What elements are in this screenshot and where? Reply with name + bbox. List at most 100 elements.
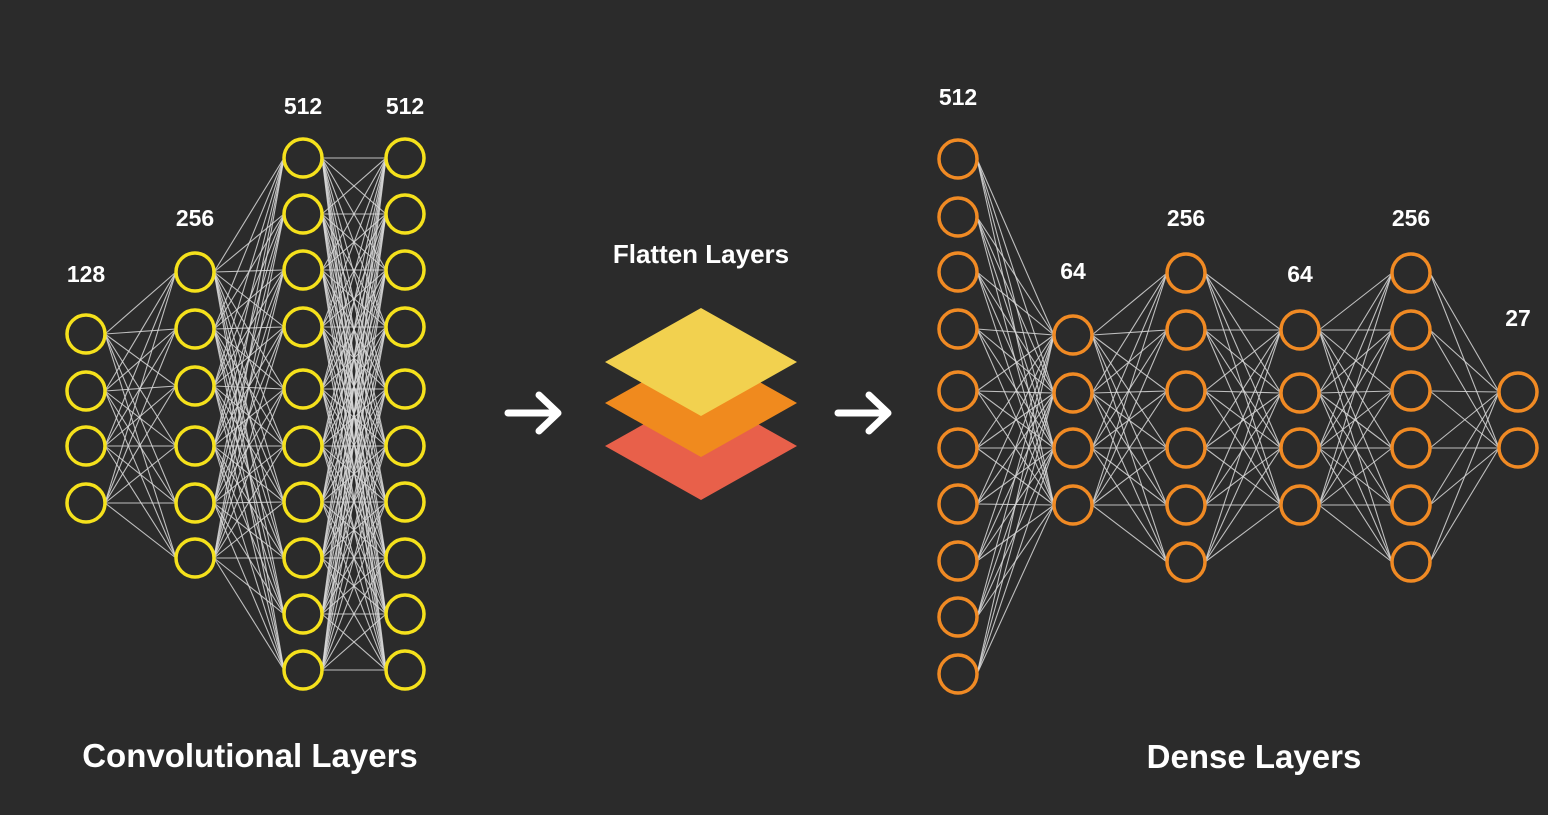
dense-connection xyxy=(976,334,1055,392)
dense-neuron xyxy=(937,138,979,180)
conv-connection xyxy=(213,385,285,671)
dense-connection xyxy=(1429,391,1500,563)
conv-connection xyxy=(213,157,285,387)
conv-connection xyxy=(104,271,177,392)
conv-connection xyxy=(321,157,387,447)
dense-neuron xyxy=(1165,370,1207,412)
dense-connection xyxy=(976,328,1055,336)
dense-neuron xyxy=(1390,541,1432,583)
flatten-layers-title: Flatten Layers xyxy=(613,239,789,269)
conv-connection xyxy=(213,326,285,559)
conv-neuron xyxy=(384,306,426,348)
conv-connection xyxy=(321,157,387,390)
conv-neuron xyxy=(384,368,426,410)
dense-connection xyxy=(1091,329,1168,506)
dense-neuron xyxy=(937,196,979,238)
conv-neuron xyxy=(282,481,324,523)
conv-connection xyxy=(213,385,285,559)
conv-connection xyxy=(321,269,387,671)
dense-connection xyxy=(1429,329,1500,393)
conv-neuron xyxy=(282,537,324,579)
dense-connection xyxy=(1204,329,1282,563)
conv-layer-size-label: 512 xyxy=(386,93,424,119)
dense-connection xyxy=(1429,391,1500,449)
dense-connection xyxy=(1091,272,1168,449)
dense-connection xyxy=(1091,392,1168,563)
dense-connection xyxy=(976,334,1055,618)
convolutional-layers-title: Convolutional Layers xyxy=(82,737,418,774)
dense-connection xyxy=(1204,392,1282,506)
dense-connection xyxy=(1318,390,1393,506)
dense-neuron xyxy=(1165,541,1207,583)
dense-neuron xyxy=(937,370,979,412)
dense-neuron xyxy=(1390,252,1432,294)
conv-neuron xyxy=(174,365,216,407)
dense-connection xyxy=(1204,392,1282,563)
dense-neuron xyxy=(1165,252,1207,294)
conv-neuron xyxy=(65,482,107,524)
conv-neuron xyxy=(282,193,324,235)
dense-neuron xyxy=(1165,309,1207,351)
conv-connection xyxy=(213,557,285,671)
conv-connection xyxy=(104,328,177,504)
dense-connection xyxy=(1204,329,1282,449)
conv-neuron xyxy=(282,137,324,179)
dense-connection xyxy=(976,334,1055,449)
conv-connection xyxy=(213,157,285,330)
dense-connection xyxy=(1204,272,1282,394)
dense-connection xyxy=(976,334,1055,505)
conv-connection xyxy=(213,388,285,504)
conv-neuron xyxy=(65,313,107,355)
conv-connection xyxy=(213,388,285,447)
conv-connection xyxy=(213,445,285,559)
dense-neuron xyxy=(937,540,979,582)
stacked-layers-icon xyxy=(605,308,797,500)
conv-neuron xyxy=(174,425,216,467)
dense-connection xyxy=(976,392,1055,675)
conv-connection xyxy=(321,157,387,503)
conv-neuron xyxy=(384,537,426,579)
conv-connection xyxy=(104,390,177,447)
dense-connection xyxy=(1204,447,1282,563)
dense-connection xyxy=(1091,272,1168,394)
conv-neuron xyxy=(384,649,426,691)
conv-connection xyxy=(213,269,285,559)
conv-connection xyxy=(104,502,177,559)
conv-connection xyxy=(213,557,285,615)
dense-neuron xyxy=(937,427,979,469)
dense-neuron xyxy=(1390,370,1432,412)
neurons xyxy=(65,137,1539,695)
conv-connection xyxy=(213,213,285,559)
dense-neuron xyxy=(1052,427,1094,469)
dense-connection xyxy=(976,216,1055,336)
arrow-right-icon xyxy=(834,391,892,435)
dense-neuron xyxy=(1390,484,1432,526)
dense-layer-size-label: 64 xyxy=(1060,258,1086,284)
conv-connection xyxy=(321,157,387,615)
dense-neuron xyxy=(937,308,979,350)
dense-connection xyxy=(1429,390,1500,393)
conv-neuron xyxy=(384,137,426,179)
dense-connection xyxy=(976,447,1055,675)
conv-connection xyxy=(321,557,387,671)
dense-neuron xyxy=(1497,371,1539,413)
flatten-block: Flatten Layers xyxy=(605,239,797,500)
conv-neuron xyxy=(282,649,324,691)
dense-connection xyxy=(976,504,1055,675)
dense-connection xyxy=(1318,390,1393,394)
conv-neuron xyxy=(384,425,426,467)
dense-connection xyxy=(1204,392,1282,449)
conv-neuron xyxy=(282,249,324,291)
conv-connection xyxy=(321,613,387,671)
dense-layer-size-label: 64 xyxy=(1287,261,1313,287)
conv-neuron xyxy=(174,482,216,524)
dense-connection xyxy=(1318,504,1393,563)
conv-connection xyxy=(213,385,285,615)
conv-connection xyxy=(321,157,387,671)
conv-neuron xyxy=(282,306,324,348)
flatten-layer-top xyxy=(605,308,797,416)
conv-neuron xyxy=(282,368,324,410)
